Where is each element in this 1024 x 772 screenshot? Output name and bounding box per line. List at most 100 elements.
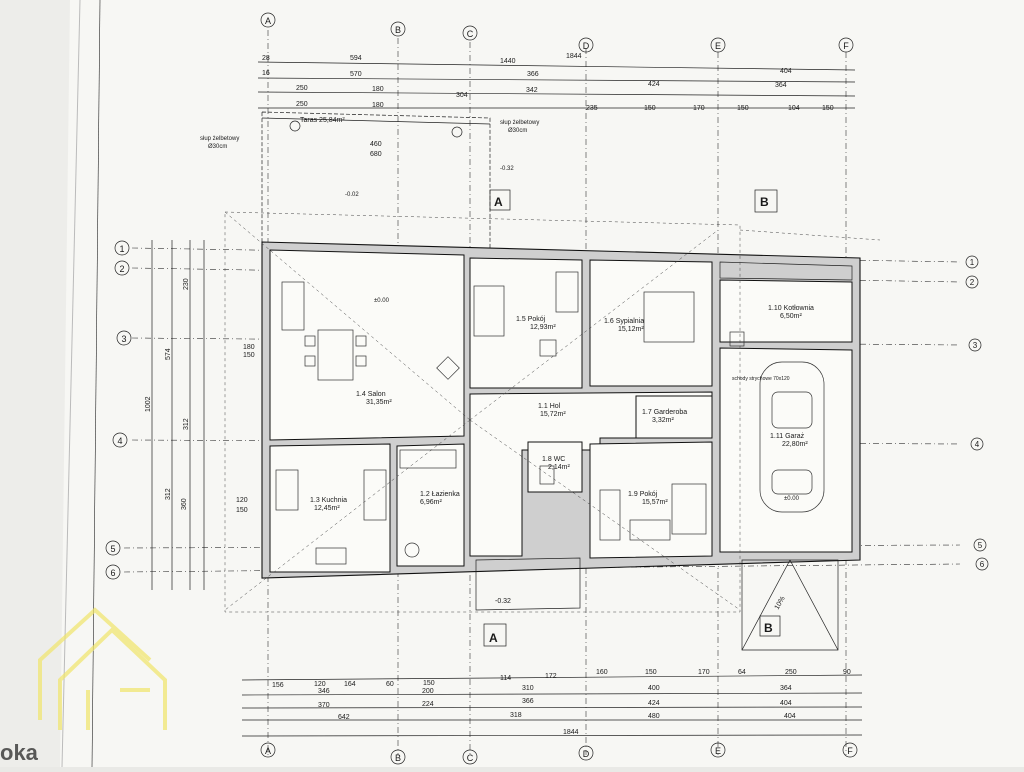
column-left-icon bbox=[289, 120, 301, 132]
svg-text:E: E bbox=[715, 746, 721, 756]
svg-text:16: 16 bbox=[262, 70, 270, 77]
room-wc bbox=[527, 441, 583, 493]
svg-text:150: 150 bbox=[737, 105, 749, 112]
svg-text:5: 5 bbox=[978, 541, 983, 550]
svg-text:224: 224 bbox=[422, 701, 434, 708]
svg-text:120: 120 bbox=[314, 681, 326, 688]
room-lazienka bbox=[396, 443, 465, 567]
svg-text:160: 160 bbox=[596, 669, 608, 676]
svg-text:±0.00: ±0.00 bbox=[374, 298, 390, 304]
watermark-logo: oka bbox=[0, 607, 167, 765]
svg-text:404: 404 bbox=[780, 700, 792, 707]
svg-text:1: 1 bbox=[119, 244, 124, 254]
attic-stairs-note: schody strychowe 70x120 bbox=[732, 376, 790, 382]
column-right-icon bbox=[451, 126, 463, 138]
svg-text:22,80m²: 22,80m² bbox=[782, 441, 808, 448]
svg-text:114: 114 bbox=[500, 675, 511, 682]
room-salon bbox=[269, 249, 465, 441]
room-label-kotlownia: 1.10 Kotłownia bbox=[768, 305, 814, 312]
svg-text:28: 28 bbox=[262, 55, 270, 62]
room-garderoba bbox=[635, 395, 713, 439]
svg-text:424: 424 bbox=[648, 700, 660, 707]
svg-text:1002: 1002 bbox=[145, 396, 152, 412]
boiler-icon bbox=[729, 331, 745, 347]
section-mark-b-bottom: B bbox=[764, 621, 773, 635]
svg-text:170: 170 bbox=[698, 669, 710, 676]
room-label-lazienka: 1.2 Łazienka bbox=[420, 491, 460, 498]
furniture bbox=[275, 271, 825, 565]
svg-text:3,32m²: 3,32m² bbox=[652, 417, 674, 424]
column-right-label: słup żelbetowy bbox=[500, 120, 539, 126]
svg-text:346: 346 bbox=[318, 688, 330, 695]
axis-bubbles-top: A B C D E F bbox=[260, 12, 854, 53]
svg-text:15,72m²: 15,72m² bbox=[540, 411, 566, 418]
roof-projection-lines bbox=[224, 211, 881, 613]
svg-text:172: 172 bbox=[545, 673, 557, 680]
room-garaz bbox=[719, 347, 853, 553]
svg-text:64: 64 bbox=[738, 669, 746, 676]
svg-text:6: 6 bbox=[110, 568, 115, 578]
svg-text:150: 150 bbox=[822, 105, 834, 112]
svg-text:1440: 1440 bbox=[500, 58, 516, 65]
svg-text:-0.32: -0.32 bbox=[495, 598, 511, 605]
room-label-salon: 1.4 Salon bbox=[356, 391, 386, 398]
svg-text:312: 312 bbox=[165, 488, 172, 500]
svg-text:230: 230 bbox=[183, 278, 190, 290]
svg-text:250: 250 bbox=[785, 669, 797, 676]
axis-label-b: B bbox=[395, 25, 401, 35]
svg-text:2: 2 bbox=[970, 278, 975, 287]
axis-label-d: D bbox=[583, 41, 590, 51]
svg-text:2: 2 bbox=[119, 264, 124, 274]
svg-text:-0.32: -0.32 bbox=[500, 166, 514, 172]
svg-text:1844: 1844 bbox=[566, 53, 582, 60]
room-label-garderoba: 1.7 Garderoba bbox=[642, 409, 687, 416]
section-mark-a-bottom: A bbox=[489, 631, 498, 645]
room-label-kuchnia: 1.3 Kuchnia bbox=[310, 497, 347, 504]
svg-text:370: 370 bbox=[318, 702, 330, 709]
svg-text:Ø30cm: Ø30cm bbox=[208, 144, 227, 150]
svg-text:±0.00: ±0.00 bbox=[784, 496, 800, 502]
svg-text:164: 164 bbox=[344, 681, 356, 688]
axis-label-a: A bbox=[265, 16, 271, 26]
axis-bubbles-left: 1 2 3 4 5 6 bbox=[105, 240, 132, 580]
axis-label-c: C bbox=[467, 29, 474, 39]
svg-text:312: 312 bbox=[183, 418, 190, 430]
svg-text:424: 424 bbox=[648, 81, 660, 88]
room-labels: 1.4 Salon 31,35m² 1.3 Kuchnia 12,45m² 1.… bbox=[310, 298, 814, 512]
svg-text:594: 594 bbox=[350, 55, 362, 62]
svg-text:D: D bbox=[583, 749, 590, 759]
svg-text:574: 574 bbox=[165, 348, 172, 360]
svg-text:3: 3 bbox=[973, 341, 978, 350]
svg-text:31,35m²: 31,35m² bbox=[366, 399, 392, 406]
svg-text:304: 304 bbox=[456, 92, 468, 99]
room-label-pokoj-1: 1.5 Pokój bbox=[516, 316, 546, 323]
svg-text:5: 5 bbox=[110, 544, 115, 554]
section-mark-a-top: A bbox=[494, 195, 503, 209]
svg-text:310: 310 bbox=[522, 685, 534, 692]
svg-text:250: 250 bbox=[296, 85, 308, 92]
svg-text:F: F bbox=[847, 746, 853, 756]
svg-text:156: 156 bbox=[272, 682, 284, 689]
building-walls bbox=[261, 241, 861, 579]
svg-text:250: 250 bbox=[296, 101, 308, 108]
svg-text:150: 150 bbox=[236, 507, 248, 514]
svg-text:6: 6 bbox=[980, 560, 985, 569]
axis-bubbles-right: 1 2 3 4 5 6 bbox=[965, 255, 989, 571]
svg-text:C: C bbox=[467, 753, 474, 763]
svg-text:480: 480 bbox=[648, 713, 660, 720]
svg-text:150: 150 bbox=[423, 680, 435, 687]
svg-text:1844: 1844 bbox=[563, 729, 579, 736]
dimension-chains-left: 1002 574 312 230 312 360 120 150 180 150 bbox=[145, 240, 255, 590]
svg-text:6,96m²: 6,96m² bbox=[420, 499, 442, 506]
svg-text:120: 120 bbox=[236, 497, 248, 504]
svg-text:318: 318 bbox=[510, 712, 522, 719]
svg-text:180: 180 bbox=[372, 86, 384, 93]
svg-text:12,45m²: 12,45m² bbox=[314, 505, 340, 512]
svg-text:235: 235 bbox=[586, 105, 598, 112]
terrace-label: Taras 25,84m² bbox=[300, 117, 345, 124]
room-kuchnia bbox=[269, 443, 391, 573]
svg-text:1: 1 bbox=[970, 258, 975, 267]
svg-text:170: 170 bbox=[693, 105, 705, 112]
